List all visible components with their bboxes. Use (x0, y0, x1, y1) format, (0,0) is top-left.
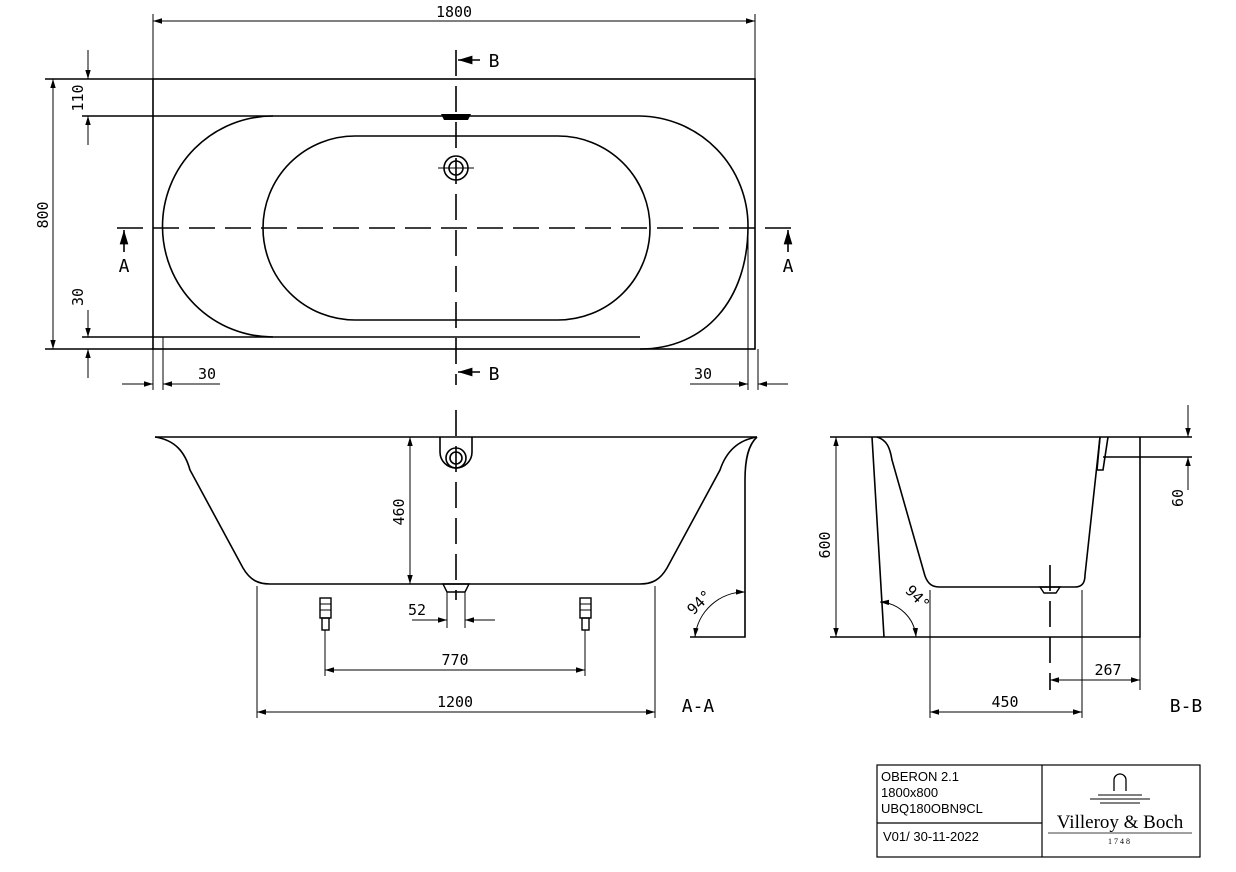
section-marker-a-right: A (783, 256, 794, 277)
overflow-drain-icon (439, 437, 473, 469)
bathtub-outline (152, 78, 756, 350)
foot-right (579, 597, 592, 631)
section-label-bb: B-B (1170, 696, 1203, 717)
section-marker-a-left: A (119, 256, 130, 277)
angle-aa: 94° (684, 587, 716, 619)
dim-drain-width: 52 (408, 601, 426, 619)
version-date: V01/ 30-11-2022 (883, 829, 979, 844)
dim-top-margin: 110 (69, 84, 87, 111)
section-label-aa: A-A (682, 696, 715, 717)
section-marker-b-bottom: B (489, 364, 500, 385)
outer-basin (161, 115, 749, 350)
inner-basin (262, 135, 651, 321)
dim-base-width: 450 (991, 693, 1018, 711)
dim-bottom-margin: 30 (69, 288, 87, 306)
product-name: OBERON 2.1 (881, 769, 959, 784)
foot-left (319, 597, 332, 631)
top-view: 1800 800 110 30 30 30 A A B B (34, 3, 795, 390)
dim-overall-width: 800 (34, 201, 52, 228)
dim-base-length: 1200 (437, 693, 473, 711)
faucet-icon (1113, 773, 1127, 791)
product-code: UBQ180OBN9CL (881, 801, 983, 816)
section-bb: 600 60 267 450 94° B-B (816, 405, 1202, 718)
dim-depth: 460 (390, 498, 408, 525)
section-aa: 460 52 770 1200 94° A-A (154, 410, 758, 718)
overflow-icon (441, 114, 471, 120)
drain-icon (438, 155, 474, 181)
dim-height: 600 (816, 531, 834, 558)
dim-overall-length: 1800 (436, 3, 472, 21)
dim-left-margin: 30 (198, 365, 216, 383)
brand-year: 1748 (1108, 837, 1132, 846)
dim-feet-spacing: 770 (441, 651, 468, 669)
brand-logo: Villeroy & Boch 1748 (1048, 773, 1192, 846)
product-size: 1800x800 (881, 785, 938, 800)
dim-right-margin: 30 (694, 365, 712, 383)
dim-rim: 60 (1169, 489, 1187, 507)
dim-drain-offset: 267 (1094, 661, 1121, 679)
title-block: OBERON 2.1 1800x800 UBQ180OBN9CL V01/ 30… (876, 764, 1201, 858)
angle-bb: 94° (902, 582, 934, 614)
section-marker-b-top: B (489, 51, 500, 72)
brand-name: Villeroy & Boch (1057, 812, 1184, 833)
basin-profile-bb (876, 436, 1101, 588)
